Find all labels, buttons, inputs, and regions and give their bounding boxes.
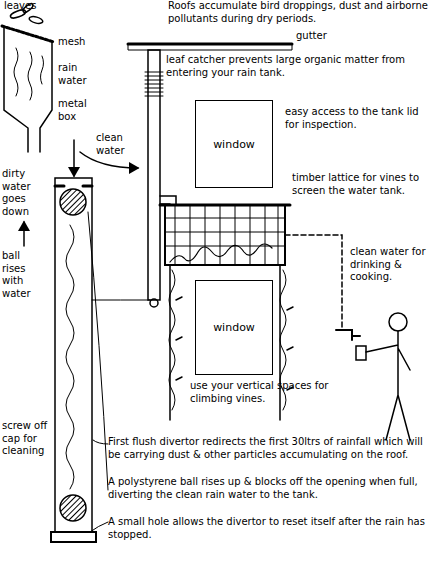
window-box: window bbox=[195, 100, 273, 188]
annotation: screw off cap for cleaning bbox=[2, 420, 52, 458]
annotation: timber lattice for vines to screen the w… bbox=[292, 172, 432, 197]
rise-arrow bbox=[23, 222, 25, 246]
diverter-pipe bbox=[55, 178, 92, 532]
annotation: A polystyrene ball rises up & blocks off… bbox=[108, 476, 433, 501]
cup bbox=[356, 346, 366, 360]
annotation: leaves bbox=[4, 0, 54, 13]
annotation: leaf catcher prevents large organic matt… bbox=[166, 54, 416, 79]
annotation: A small hole allows the divertor to rese… bbox=[108, 516, 433, 541]
window-box: window bbox=[195, 280, 273, 375]
float-ball bbox=[60, 189, 86, 215]
person-body bbox=[366, 331, 410, 440]
water-squiggle bbox=[66, 225, 74, 489]
water-tank bbox=[165, 205, 285, 265]
rain-stream bbox=[14, 48, 18, 96]
float-ball bbox=[60, 495, 86, 521]
metal-box bbox=[4, 28, 52, 152]
annotation: gutter bbox=[296, 30, 346, 43]
leader-line bbox=[88, 212, 108, 490]
vine bbox=[170, 244, 272, 262]
tap bbox=[336, 330, 360, 340]
window-label: window bbox=[213, 321, 255, 334]
gutter bbox=[128, 43, 292, 46]
tank-lid bbox=[160, 204, 290, 207]
mesh-screen bbox=[2, 26, 54, 42]
window-label: window bbox=[213, 138, 255, 151]
leaf-catcher bbox=[145, 72, 163, 96]
annotation: metal box bbox=[58, 98, 94, 123]
screw-cap bbox=[51, 532, 96, 542]
annotation: use your vertical spaces for climbing vi… bbox=[190, 380, 330, 405]
annotation: clean water for drinking & cooking. bbox=[350, 246, 432, 284]
person-head bbox=[389, 313, 407, 331]
annotation: easy access to the tank lid for inspecti… bbox=[285, 106, 430, 131]
annotation: ball rises with water bbox=[2, 250, 40, 300]
climbing-vine bbox=[169, 270, 175, 410]
reset-hole bbox=[150, 299, 158, 307]
leaf bbox=[28, 15, 43, 24]
rain-stream bbox=[28, 52, 32, 100]
annotation: mesh bbox=[58, 36, 98, 49]
annotation: Roofs accumulate bird droppings, dust an… bbox=[168, 0, 430, 25]
leader-line bbox=[92, 300, 150, 301]
annotation: clean water bbox=[96, 132, 140, 157]
annotation: First flush divertor redirects the first… bbox=[108, 436, 433, 461]
pipe-opening bbox=[55, 185, 92, 188]
leader-line bbox=[90, 522, 108, 532]
flow-arrow bbox=[73, 140, 75, 176]
annotation: dirty water goes down bbox=[2, 168, 54, 218]
supply-pipe bbox=[285, 235, 342, 330]
annotation: rain water bbox=[58, 62, 94, 87]
timber-lattice bbox=[165, 205, 285, 265]
rain-stream bbox=[41, 56, 44, 84]
gutter bbox=[128, 44, 292, 50]
